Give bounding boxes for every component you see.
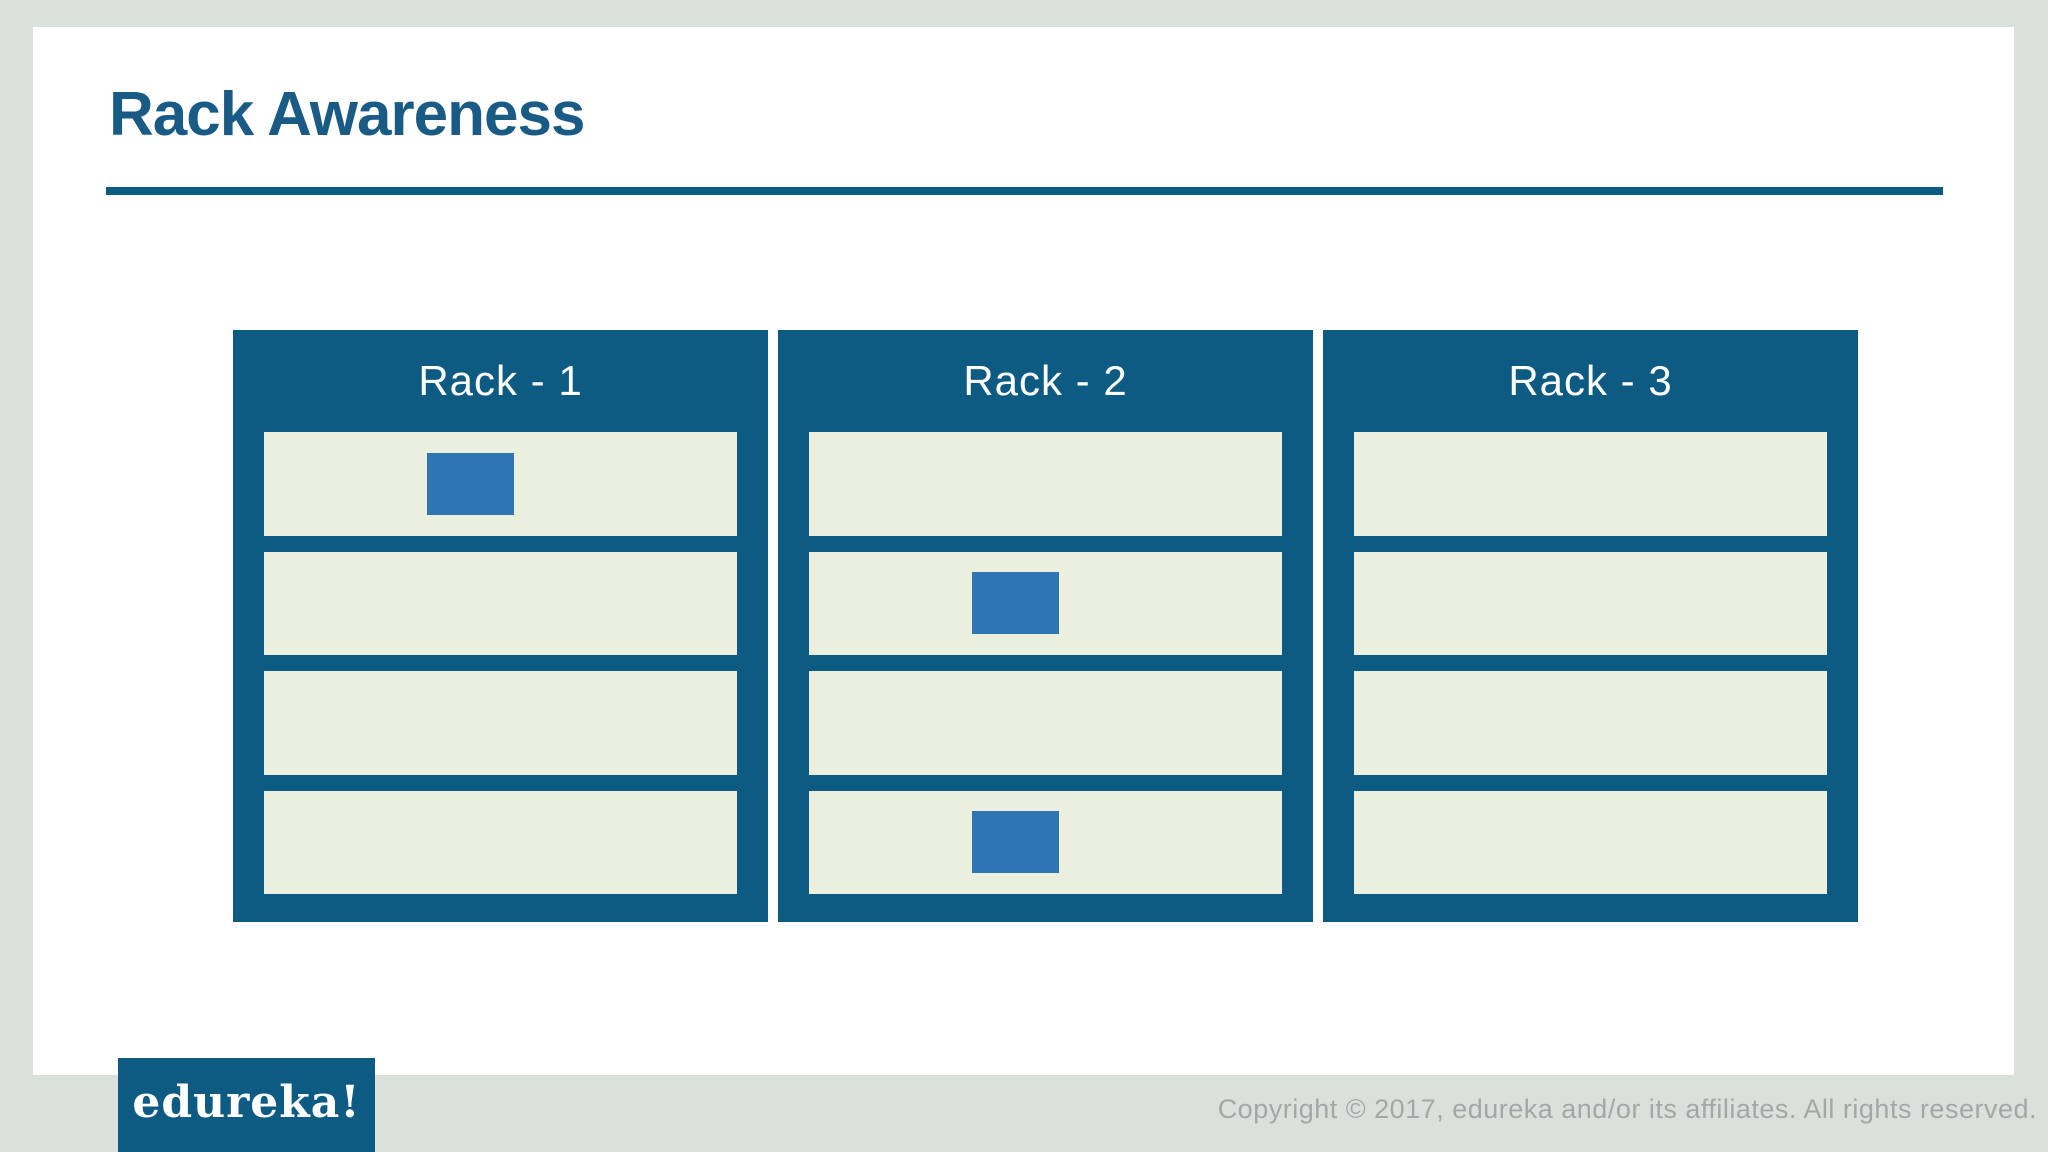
rack-2: Rack - 2 (778, 330, 1313, 922)
data-block (972, 811, 1060, 874)
slide: Rack Awareness Rack - 1 Rack - 2 Rack - 3 (33, 27, 2014, 1075)
rack-slot (264, 790, 737, 894)
rack-slot (1354, 790, 1827, 894)
rack-slots (809, 432, 1282, 894)
rack-slot (1354, 432, 1827, 536)
rack-slot (1354, 671, 1827, 775)
copyright-text: Copyright © 2017, edureka and/or its aff… (1217, 1094, 2037, 1124)
rack-slot (809, 551, 1282, 655)
data-block (427, 452, 515, 515)
title-underline (106, 187, 1943, 195)
rack-slots (264, 432, 737, 894)
rack-slot (809, 671, 1282, 775)
rack-slot (264, 432, 737, 536)
logo-text: edureka! (132, 1076, 361, 1128)
data-block (972, 572, 1060, 635)
rack-slot (809, 790, 1282, 894)
rack-label: Rack - 1 (418, 357, 583, 404)
rack-label: Rack - 2 (963, 357, 1128, 404)
rack-slots (1354, 432, 1827, 894)
rack-slot (1354, 551, 1827, 655)
rack-slot (264, 671, 737, 775)
page-title: Rack Awareness (109, 80, 585, 149)
rack-1: Rack - 1 (233, 330, 768, 922)
racks-row: Rack - 1 Rack - 2 Rack - 3 (233, 330, 1858, 922)
rack-slot (809, 432, 1282, 536)
rack-3: Rack - 3 (1323, 330, 1858, 922)
edureka-logo: edureka! (118, 1058, 375, 1152)
rack-slot (264, 551, 737, 655)
rack-label: Rack - 3 (1508, 357, 1673, 404)
